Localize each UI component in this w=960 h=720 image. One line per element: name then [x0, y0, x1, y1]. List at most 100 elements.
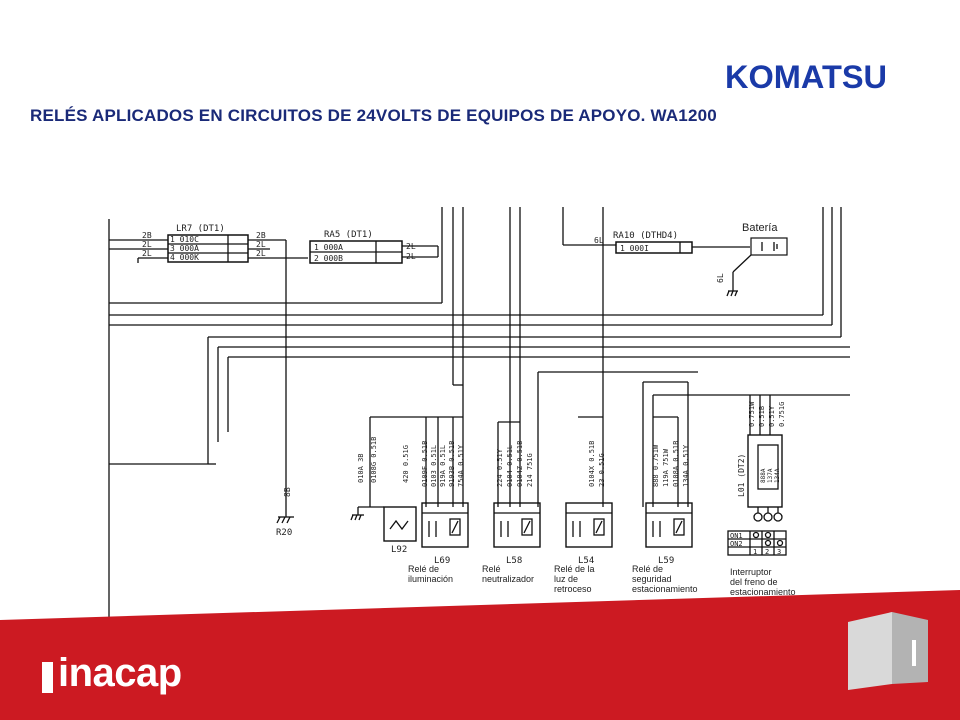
l01-pin-3: 134A — [774, 468, 781, 483]
l59-wire-4: 134A 0.51Y — [682, 444, 690, 487]
lr7-right-wire-3: 2L — [256, 249, 266, 258]
relay-l59-wires: 888 0.751W 119A 751W 0108A 0.51B 134A 0.… — [652, 441, 690, 487]
connector-ra5: RA5 (DT1) 1 000A 2 000B 2L 2L — [309, 230, 416, 264]
l69-wire-1: 0109F 0.51B — [421, 441, 429, 487]
lr7-right-wire-1: 2B — [256, 231, 266, 240]
l92-id: L92 — [391, 545, 407, 555]
l01-id: L01 (DT2) — [737, 454, 746, 497]
komatsu-logo-text: KOMATSU — [725, 59, 887, 95]
ra10-wire: 6L — [594, 236, 604, 245]
switch-l01-wires: 0.751W 0.51B 0.51Y 0.751G — [748, 401, 786, 427]
ra5-name: RA5 (DT1) — [324, 230, 373, 240]
l01-caption-line: del freno de — [730, 577, 778, 587]
l59-wire-3: 0108A 0.51B — [672, 441, 680, 487]
l59-wire-2: 119A 751W — [662, 448, 670, 487]
l01-caption-line: Interruptor — [730, 567, 772, 577]
battery-label: Batería — [742, 222, 778, 234]
l01-wire-1: 0.751W — [748, 401, 756, 427]
lr7-row-2: 3 000A — [170, 244, 199, 253]
l69-wire-3: 919A 0.51L — [439, 445, 447, 487]
l01-pin-2: 137A — [767, 468, 774, 483]
l01-pin-1: 888A — [760, 468, 767, 483]
battery: Batería 6L — [716, 222, 788, 283]
relay-l92-wires: 010A 3B 0108G 0.51B 420 0.51G — [357, 437, 410, 483]
l69-caption-line: iluminación — [408, 574, 453, 584]
l01-table-col-3: 3 — [777, 548, 781, 556]
relay-l54-wires: 0104X 0.51B 23 0.51G — [588, 441, 606, 487]
l01-caption-line: estacionamiento — [730, 587, 796, 597]
footer-band — [0, 590, 960, 720]
l59-caption-line: seguridad — [632, 574, 672, 584]
battery-wire: 6L — [716, 273, 725, 283]
l69-wire-5: 754A 0.51Y — [457, 444, 465, 487]
l54-caption-line: Relé de la — [554, 564, 595, 574]
l01-wire-3: 0.51Y — [768, 405, 776, 427]
lr7-right-wire-2: 2L — [256, 240, 266, 249]
l54-caption-line: luz de — [554, 574, 578, 584]
l59-wire-1: 888 0.751W — [652, 444, 660, 487]
l58-id: L58 — [506, 556, 522, 566]
komatsu-logo: KOMATSU — [725, 59, 887, 95]
l54-caption-line: retroceso — [554, 584, 592, 594]
switch-l01: L01 (DT2) 888A 137A 134A — [737, 434, 783, 522]
inacap-logo-text: inacap — [58, 651, 182, 695]
l92-wire-3: 420 0.51G — [402, 445, 410, 483]
l69-wire-2: 0103 0.51L — [430, 445, 438, 487]
r20-name: R20 — [276, 528, 292, 538]
lr7-row-1: 1 010C — [170, 235, 199, 244]
ra10-row: 1 000I — [620, 244, 649, 253]
l58-wire-2: 0104 0.51L — [506, 445, 514, 487]
inacap-logo-mark — [42, 662, 53, 693]
lr7-row-3: 4 000K — [170, 253, 199, 262]
r20-ground: 8B R20 — [276, 487, 294, 538]
lr7-left-wire-3: 2L — [142, 249, 152, 258]
ra5-row-2: 2 000B — [314, 254, 343, 263]
l01-table-row-2: ON2 — [730, 540, 743, 548]
l01-table-col-2: 2 — [765, 548, 769, 556]
l58-caption-line: neutralizador — [482, 574, 534, 584]
l58-wire-3: 0104Z 0.51B — [516, 441, 524, 487]
wiring-diagram: LR7 (DT1) 1 010C 3 000A 4 000K 2B 2L 2L … — [108, 207, 850, 620]
connector-lr7: LR7 (DT1) 1 010C 3 000A 4 000K 2B 2L 2L … — [142, 224, 266, 263]
page-title: RELÉS APLICADOS EN CIRCUITOS DE 24VOLTS … — [30, 106, 717, 125]
l01-wire-4: 0.751G — [778, 402, 786, 427]
lr7-name: LR7 (DT1) — [176, 224, 225, 234]
l54-id: L54 — [578, 556, 594, 566]
inacap-logo: inacap — [38, 652, 190, 694]
r20-wire: 8B — [283, 487, 292, 497]
l01-table-row-1: ON1 — [730, 532, 743, 540]
l59-id: L59 — [658, 556, 674, 566]
switch-l01-table: ON1 ON2 1 2 3 — [727, 530, 787, 556]
lr7-left-wire-1: 2B — [142, 231, 152, 240]
l69-id: L69 — [434, 556, 450, 566]
l58-wire-4: 214 751G — [526, 453, 534, 487]
l54-wire-1: 0104X 0.51B — [588, 441, 596, 487]
l92-wire-1: 010A 3B — [357, 453, 365, 483]
l59-caption-line: Relé de — [632, 564, 663, 574]
l92-wire-2: 0108G 0.51B — [370, 437, 378, 483]
ra5-row-1: 1 000A — [314, 243, 343, 252]
relay-l92: L92 — [383, 506, 417, 555]
ra10-name: RA10 (DTHD4) — [613, 231, 678, 241]
l69-caption-line: Relé de — [408, 564, 439, 574]
l01-table-col-1: 1 — [753, 548, 757, 556]
l59-caption-line: estacionamiento — [632, 584, 698, 594]
l58-wire-1: 224 0.51Y — [496, 448, 504, 487]
relay-l58-wires: 224 0.51Y 0104 0.51L 0104Z 0.51B 214 751… — [496, 441, 534, 487]
relay-l69-wires: 0109F 0.51B 0103 0.51L 919A 0.51L 9193B … — [421, 441, 465, 487]
lr7-left-wire-2: 2L — [142, 240, 152, 249]
l54-wire-2: 23 0.51G — [598, 453, 606, 487]
decorative-cube — [848, 612, 928, 690]
l01-wire-2: 0.51B — [758, 406, 766, 427]
l69-wire-4: 9193B 0.51B — [448, 441, 456, 487]
connector-ra10: RA10 (DTHD4) 1 000I 6L — [594, 231, 693, 254]
